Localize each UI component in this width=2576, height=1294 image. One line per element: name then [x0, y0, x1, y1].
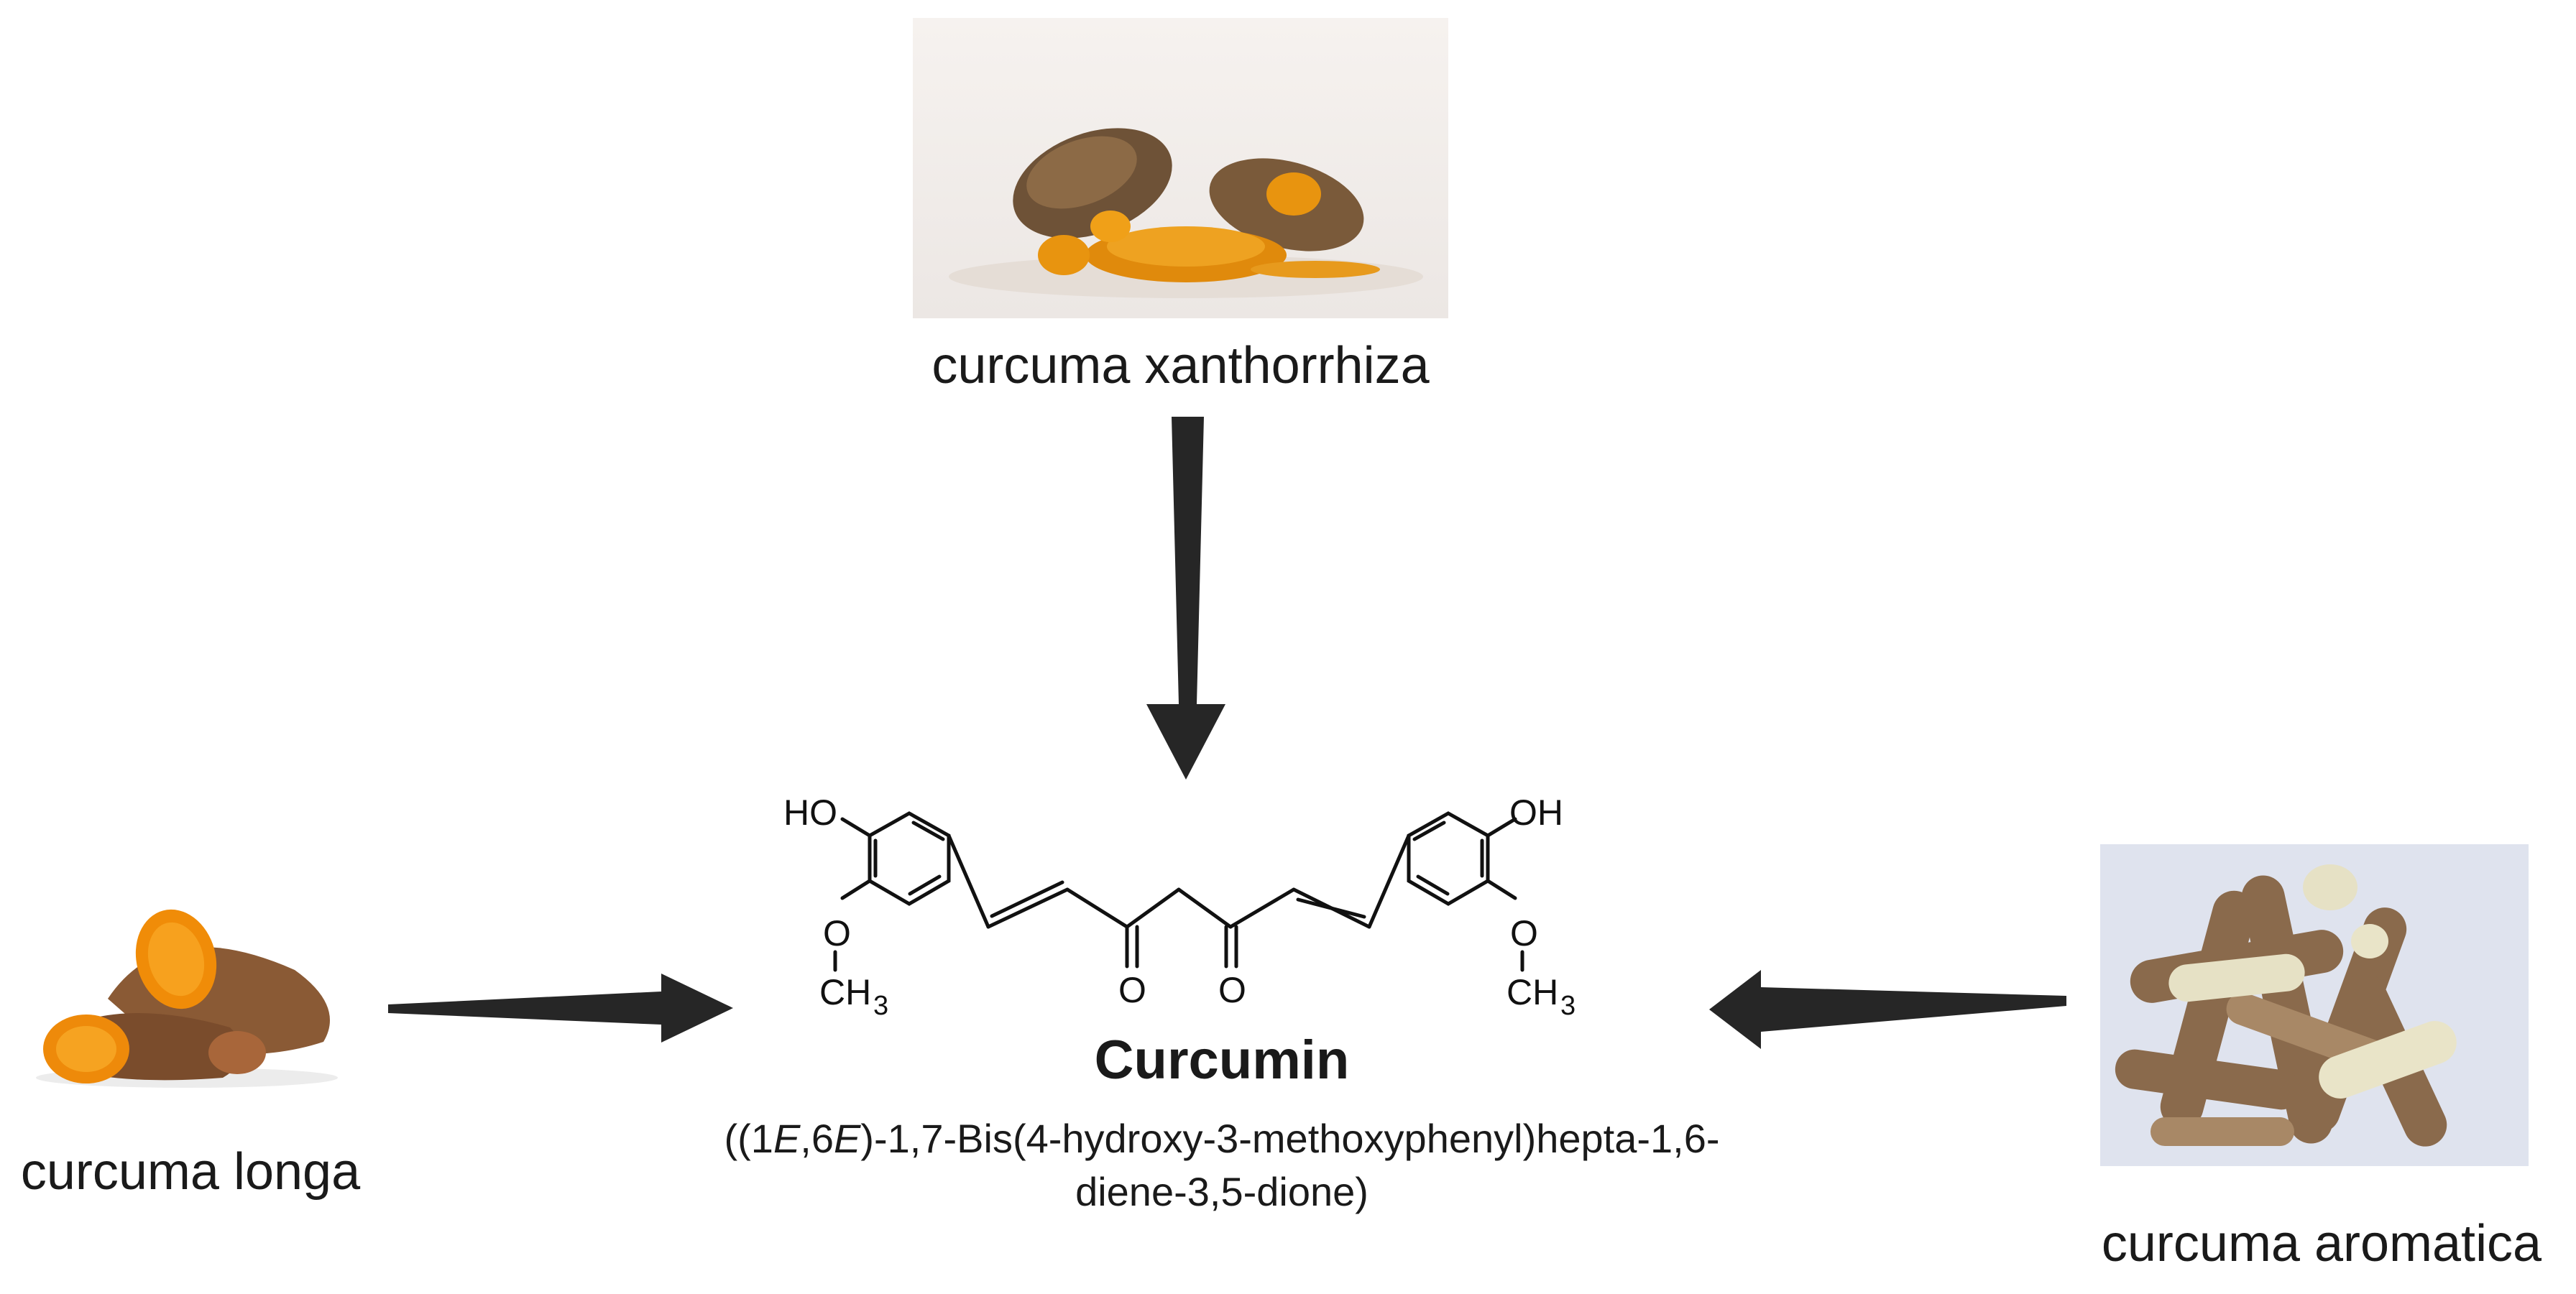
atom-o-keto-right: O — [1218, 970, 1246, 1010]
xanthorrhiza-label: curcuma xanthorrhiza — [932, 337, 1430, 394]
longa-photo — [22, 891, 352, 1092]
xanthorrhiza-rhizome-icon — [949, 128, 1423, 298]
atom-oh: OH — [1509, 792, 1563, 833]
atom-labels: HO O CH 3 O O OH O CH 3 — [783, 792, 1576, 1021]
atom-o-methoxy-right: O — [1510, 913, 1538, 953]
xanthorrhiza-photo — [913, 18, 1448, 318]
molecule-name: Curcumin — [1094, 1030, 1350, 1091]
arrow-top — [1146, 417, 1225, 780]
atom-ch3-sub-right: 3 — [1560, 991, 1576, 1021]
longa-rhizome-icon — [36, 909, 338, 1088]
atom-ch-left: CH — [819, 972, 871, 1012]
atom-ho: HO — [783, 792, 837, 833]
aromatica-label: curcuma aromatica — [2101, 1215, 2542, 1272]
atom-ch3-sub-left: 3 — [873, 991, 888, 1021]
curcumin-structure — [833, 811, 1524, 972]
atom-o-keto-left: O — [1118, 970, 1146, 1010]
atom-o-methoxy-left: O — [823, 913, 851, 953]
atom-ch-right: CH — [1506, 972, 1558, 1012]
molecule-iupac-name: ((1E,6E)-1,7-Bis(4-hydroxy-3-methoxyphen… — [724, 1116, 1720, 1214]
aromatica-rhizome-icon — [2115, 864, 2457, 1147]
longa-label: curcuma longa — [20, 1143, 361, 1201]
aromatica-photo — [2100, 844, 2529, 1166]
arrow-right — [1709, 970, 2066, 1049]
arrow-left — [388, 974, 733, 1043]
